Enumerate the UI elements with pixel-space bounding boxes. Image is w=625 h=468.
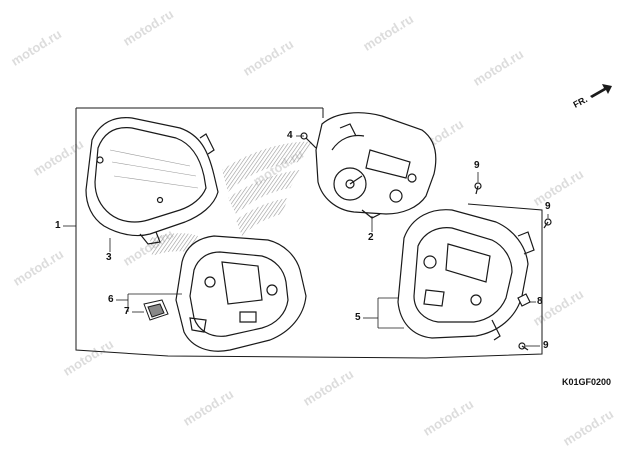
indicator-lens-part-7	[143, 299, 169, 321]
leader-lines	[63, 135, 549, 347]
meter-case-rear-part-5	[397, 209, 535, 341]
callout-2: 2	[368, 232, 374, 243]
figure-code: K01GF0200	[562, 377, 612, 387]
wing-logo-hatch	[150, 141, 312, 256]
callout-9-top: 9	[474, 160, 480, 171]
callout-3: 3	[106, 252, 112, 263]
callout-8: 8	[537, 296, 543, 307]
assembly-frame	[75, 107, 543, 359]
meter-case-part-6	[175, 235, 307, 352]
callout-7: 7	[124, 306, 130, 317]
callout-5: 5	[355, 312, 361, 323]
callout-4: 4	[287, 130, 293, 141]
meter-assembly-part-2	[315, 112, 437, 219]
meter-visor-part-3	[85, 117, 219, 245]
front-direction-arrow-icon	[590, 84, 612, 98]
screw-part-9	[474, 182, 552, 351]
callout-1: 1	[55, 220, 61, 231]
callout-6: 6	[108, 294, 114, 305]
callout-9-bottom: 9	[543, 340, 549, 351]
callout-9-right: 9	[545, 201, 551, 212]
